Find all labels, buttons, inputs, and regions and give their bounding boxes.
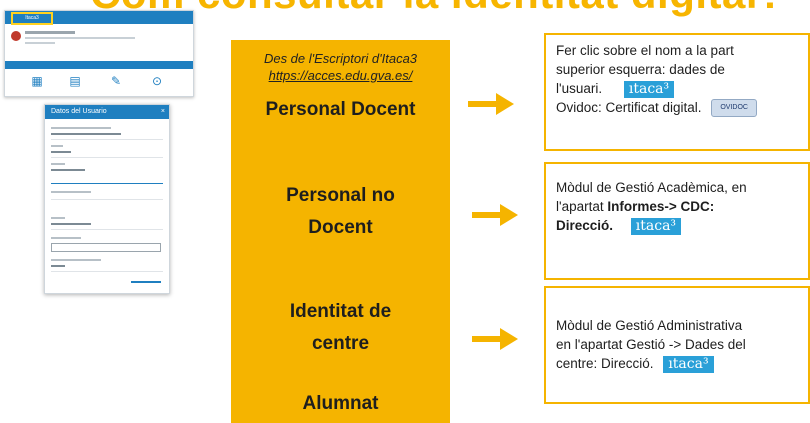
- arrow-right-icon: [468, 93, 514, 115]
- category-personal-no-docent: Personal no Docent: [231, 180, 450, 244]
- box-text-line: Mòdul de Gestió Administrativa: [556, 318, 743, 333]
- field-value: [51, 265, 65, 267]
- info-box-identitat-de-centre: Mòdul de Gestió Administrativa en l'apar…: [544, 286, 810, 404]
- itaca-logo: ıtaca³: [623, 80, 675, 98]
- tool-icon: ✎: [110, 74, 122, 88]
- field-label: [51, 259, 101, 261]
- thumbnail-text-line: [25, 37, 135, 39]
- box-text-line: centre: Direcció. ıtaca³: [556, 354, 798, 373]
- thumbnail-highlighted-user-name: Itaca3: [11, 12, 53, 25]
- box-text-line: Ovidoc: Certificat digital. OVIDOC: [556, 98, 798, 118]
- category-alumnat: Alumnat: [231, 388, 450, 420]
- arrow-right-icon: [472, 204, 518, 226]
- access-source-label: Des de l'Escriptori d'Itaca3: [263, 51, 418, 66]
- arrow-right-icon: [472, 328, 518, 350]
- box-text-line: l'apartat Informes-> CDC:: [556, 197, 798, 216]
- page-title: Com consultar la identitat digital?: [90, 0, 810, 18]
- field-divider: [51, 139, 163, 140]
- field-divider: [51, 229, 163, 230]
- info-box-personal-docent: Fer clic sobre el nom a la part superior…: [544, 33, 810, 151]
- category-identitat-de-centre: Identitat de centre: [231, 296, 450, 360]
- currency-icon: ⊙: [151, 74, 163, 88]
- field-value: [51, 151, 71, 153]
- document-icon: ▤: [69, 74, 81, 88]
- field-divider-active: [51, 183, 163, 184]
- box-text-line: l'usuari. ıtaca³: [556, 79, 798, 98]
- close-icon: ×: [160, 108, 165, 115]
- category-personal-docent: Personal Docent: [231, 94, 450, 126]
- box-text-line: en l'apartat Gestió -> Dades del: [556, 337, 746, 352]
- access-methods-column: [231, 40, 450, 423]
- field-input: [51, 243, 161, 252]
- box-text: l'apartat: [556, 199, 608, 214]
- box-text-line: Fer clic sobre el nom a la part: [556, 43, 734, 58]
- box-text-bold: Direcció.: [556, 218, 614, 233]
- field-label: [51, 127, 111, 129]
- itaca-screenshot-thumbnail: Itaca3 ▦ ▤ ✎ ⊙: [4, 10, 194, 97]
- field-divider: [51, 271, 163, 272]
- itaca-logo: ıtaca³: [663, 355, 714, 373]
- category-label: Personal Docent: [265, 99, 416, 120]
- box-text-line: Mòdul de Gestió Acadèmica, en: [556, 180, 747, 195]
- access-source-link[interactable]: https://acces.edu.gva.es/: [268, 68, 413, 83]
- field-divider: [51, 199, 163, 200]
- category-label: Personal no: [286, 185, 395, 206]
- avatar: [11, 31, 21, 41]
- ovidoc-logo: OVIDOC: [711, 99, 757, 118]
- category-label: Docent: [308, 217, 373, 238]
- category-label: Alumnat: [302, 393, 379, 414]
- category-label: centre: [311, 333, 370, 354]
- user-data-panel-thumbnail: Datos del Usuario ×: [44, 104, 170, 294]
- box-text-bold: Informes-> CDC:: [607, 199, 715, 214]
- field-value: [51, 133, 121, 135]
- field-divider: [51, 157, 163, 158]
- user-panel-title: Datos del Usuario: [45, 105, 169, 119]
- thumbnail-section-strip: [5, 61, 193, 69]
- field-label: [51, 163, 65, 165]
- box-text: Ovidoc: Certificat digital.: [556, 100, 702, 115]
- thumbnail-text-line: [25, 31, 75, 34]
- field-value: [51, 169, 85, 171]
- panel-footer-link: [131, 281, 161, 283]
- box-text: centre: Direcció.: [556, 356, 654, 371]
- box-text-line: superior esquerra: dades de: [556, 62, 725, 77]
- itaca-logo: ıtaca³: [630, 217, 682, 235]
- box-text: l'usuari.: [556, 81, 603, 96]
- category-label: Identitat de: [289, 301, 392, 322]
- field-label: [51, 237, 81, 239]
- field-value: [51, 223, 91, 225]
- info-box-personal-no-docent: Mòdul de Gestió Acadèmica, en l'apartat …: [544, 162, 810, 280]
- field-label: [51, 217, 65, 219]
- access-source: Des de l'Escriptori d'Itaca3 https://acc…: [231, 50, 450, 84]
- thumbnail-text-line: [25, 42, 55, 44]
- box-text-line: Direcció. ıtaca³: [556, 216, 798, 235]
- field-label: [51, 191, 91, 193]
- grid-icon: ▦: [31, 74, 43, 88]
- field-label: [51, 145, 63, 147]
